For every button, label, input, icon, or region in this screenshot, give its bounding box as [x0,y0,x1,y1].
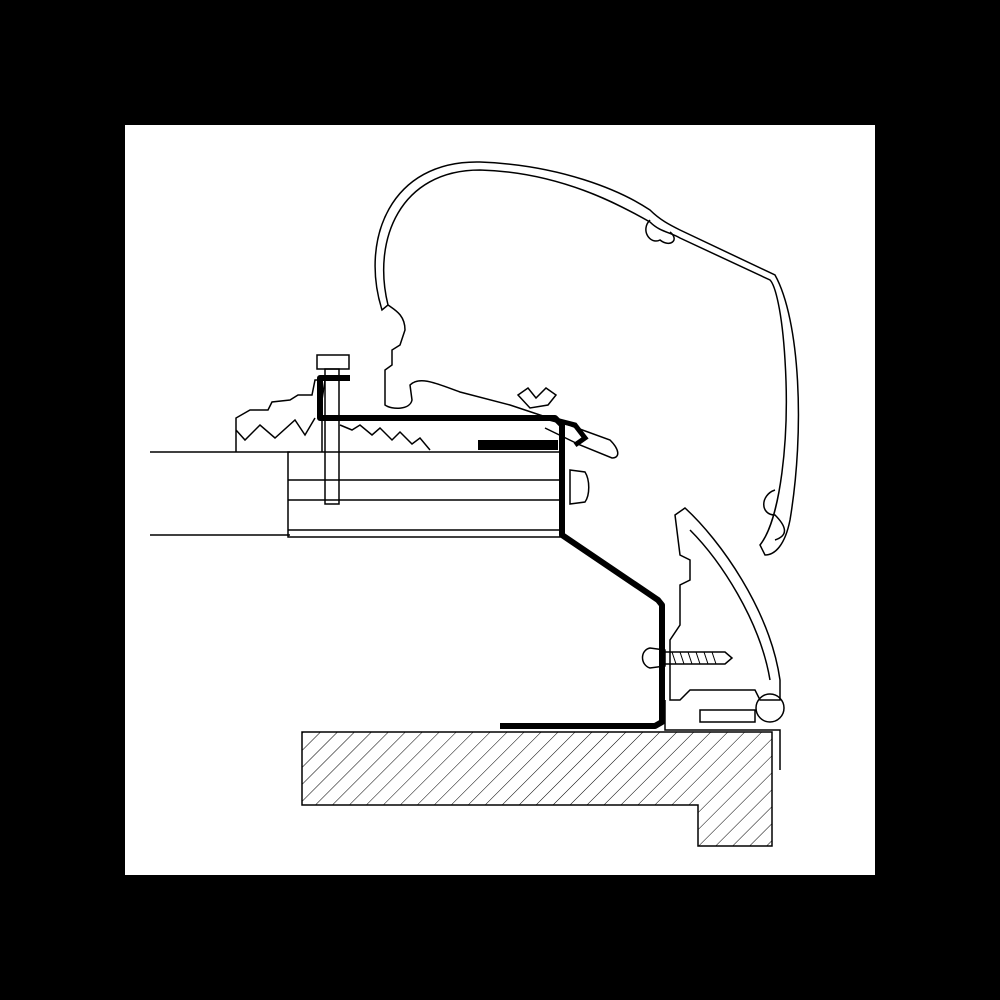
clip-top [645,219,675,244]
rail-clip [516,386,558,409]
vehicle-wall-section [301,731,773,847]
bolt-shaft [324,368,340,505]
lower-channel [755,693,785,723]
awning-front-profile [384,304,619,459]
rubber-strip [478,440,558,450]
rail-serrations [339,424,431,451]
wall-profile [669,507,781,701]
bracket-top-clip [547,415,589,448]
clip-bottom [763,489,786,541]
side-screw-icon [569,469,590,505]
awning-case [374,161,800,556]
mounting-bracket [317,375,665,729]
